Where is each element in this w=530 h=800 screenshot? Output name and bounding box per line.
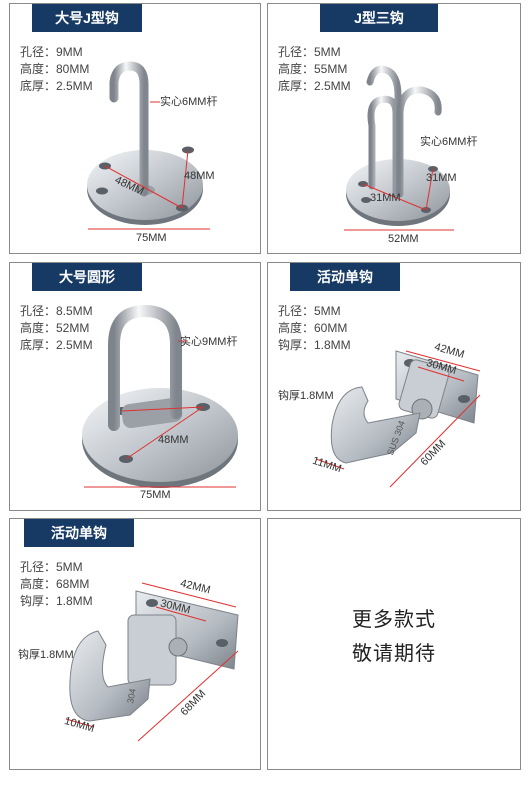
rod-label: 实心6MM杆 <box>420 136 478 148</box>
more-styles-card: 更多款式 敬请期待 <box>267 518 521 770</box>
spec-thickness: 底厚：2.5MM <box>20 79 93 93</box>
spec-list: 孔径：5MM 高度：60MM 钩厚：1.8MM <box>278 303 351 354</box>
spec-height: 高度：55MM <box>278 62 348 76</box>
hook-thickness-label: 钩厚1.8MM <box>278 390 334 402</box>
diameter-dimension: 75MM <box>140 489 171 501</box>
round-loop-image <box>82 304 238 488</box>
spec-thickness: 钩厚：1.8MM <box>278 338 351 352</box>
spec-height: 高度：80MM <box>20 62 90 76</box>
side-dimension: 31MM <box>426 172 457 184</box>
spec-thickness: 底厚：2.5MM <box>278 79 351 93</box>
spec-list: 孔径：9MM 高度：80MM 底厚：2.5MM <box>20 44 93 95</box>
product-title: J型三钩 <box>320 4 438 32</box>
spec-hole: 孔径：8.5MM <box>20 304 93 318</box>
product-title: 活动单钩 <box>290 263 400 291</box>
diameter-dimension: 52MM <box>388 233 419 245</box>
diameter-dimension: 75MM <box>136 232 167 244</box>
spec-height: 高度：60MM <box>278 321 348 335</box>
spec-hole: 孔径：5MM <box>20 560 83 574</box>
product-card-swivel-hook-68: 活动单钩 孔径：5MM 高度：68MM 钩厚：1.8MM 42MM 30MM 钩… <box>9 518 261 770</box>
more-styles-line2: 敬请期待 <box>352 643 436 665</box>
spec-list: 孔径：8.5MM 高度：52MM 底厚：2.5MM <box>20 303 93 354</box>
product-title: 大号J型钩 <box>32 4 142 32</box>
spec-thickness: 底厚：2.5MM <box>20 338 93 352</box>
product-card-swivel-hook-60: 活动单钩 孔径：5MM 高度：60MM 钩厚：1.8MM 42MM 30MM 钩… <box>267 262 521 511</box>
swivel-hook-image <box>315 350 481 488</box>
spec-height: 高度：52MM <box>20 321 90 335</box>
spec-hole: 孔径：5MM <box>278 45 341 59</box>
diagonal-dimension: 31MM <box>370 192 401 204</box>
spec-hole: 孔径：5MM <box>278 304 341 318</box>
spec-list: 孔径：5MM 高度：55MM 底厚：2.5MM <box>278 44 351 95</box>
rod-label: 实心6MM杆 <box>160 96 218 108</box>
product-card-triple-j-hook: J型三钩 孔径：5MM 高度：55MM 底厚：2.5MM 实心6MM杆 31MM… <box>267 3 521 254</box>
spec-thickness: 钩厚：1.8MM <box>20 594 93 608</box>
hook-thickness-label: 钩厚1.8MM <box>18 649 74 661</box>
rod-label: 实心9MM杆 <box>180 336 238 348</box>
diagonal-dimension: 48MM <box>158 434 189 446</box>
large-j-hook-image <box>87 61 210 230</box>
spec-height: 高度：68MM <box>20 577 90 591</box>
product-title: 大号圆形 <box>32 263 142 291</box>
product-title: 活动单钩 <box>24 519 134 547</box>
spec-hole: 孔径：9MM <box>20 45 83 59</box>
side-dimension: 48MM <box>184 170 215 182</box>
more-styles-line1: 更多款式 <box>352 609 436 631</box>
product-card-large-j-hook: 大号J型钩 孔径：9MM 高度：80MM 底厚：2.5MM 实心6MM杆 48M… <box>9 3 261 254</box>
spec-list: 孔径：5MM 高度：68MM 钩厚：1.8MM <box>20 559 93 610</box>
product-card-large-round-loop: 大号圆形 孔径：8.5MM 高度：52MM 底厚：2.5MM 实心9MM杆 48… <box>9 262 261 511</box>
triple-j-hook-image <box>344 65 454 231</box>
swivel-hook-image <box>65 582 239 742</box>
